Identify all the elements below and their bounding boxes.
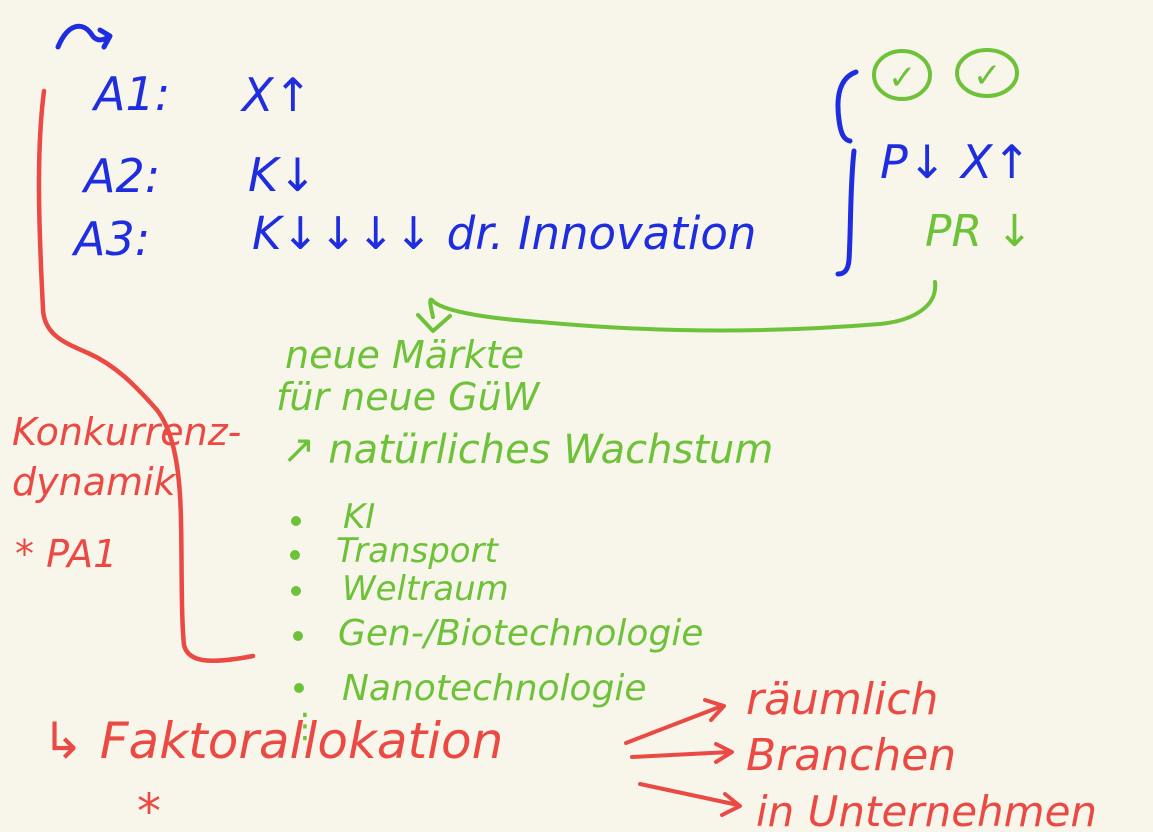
check-mark-2: ✓ [973, 56, 1002, 96]
assumption-a1-value: X↑ [240, 68, 312, 122]
left-note-line-1: Konkurrenz- [12, 410, 241, 454]
assumption-a3-label: A3: [71, 212, 150, 266]
green-curved-arrow-head [416, 313, 452, 333]
branch-arrow-unternehmen-head [720, 792, 742, 817]
bullet-item-transport: Transport [336, 531, 500, 571]
bullet-item-weltraum: Weltraum [342, 569, 509, 609]
bullet-item-biotechnologie: Gen-/Biotechnologie [338, 613, 703, 654]
assumption-a2-label: A2: [81, 149, 160, 203]
bullet-item-nanotechnologie: Nanotechnologie [342, 668, 647, 709]
green-line-2: für neue GüW [276, 375, 541, 419]
bullet-dot [294, 683, 304, 693]
assumption-a1-label: A1: [91, 67, 170, 121]
branch-arrow-unternehmen [638, 782, 740, 807]
pr-line: PR ↓ [925, 206, 1033, 257]
branch-arrow-raeumlich [624, 704, 724, 745]
check-mark-1: ✓ [888, 58, 917, 98]
green-curved-arrow [428, 280, 938, 333]
branch-arrow-branchen-head [714, 742, 734, 764]
bullet-ellipsis: ⋮ [288, 706, 322, 746]
check-circle-1 [872, 49, 932, 101]
left-note-line-2: dynamik [12, 460, 178, 504]
bullet-dot [293, 631, 303, 641]
faktorallokation-asterisk: * [137, 784, 161, 832]
left-note-line-3: * PA1 [15, 532, 117, 576]
bullet-dot [290, 550, 300, 560]
bullet-dot [291, 586, 301, 596]
faktorallokation-label: ↳ Faktorallokation [42, 712, 503, 770]
bullet-dot [291, 516, 301, 526]
result-line: P↓ X↑ [880, 135, 1031, 189]
branch-arrow-branchen [630, 750, 732, 759]
branch-label-unternehmen: in Unternehmen [756, 787, 1097, 832]
curved-arrow-mark [55, 23, 111, 50]
branch-label-branchen: Branchen [746, 730, 956, 781]
branch-arrow-raeumlich-head [703, 698, 726, 722]
green-line-1: neue Märkte [285, 333, 524, 377]
branch-label-raeumlich: räumlich [746, 674, 938, 725]
green-line-3: ↗ natürliches Wachstum [282, 427, 773, 473]
assumption-a3-value: K↓↓↓↓ dr. Innovation [252, 207, 756, 260]
blue-bracket [835, 69, 859, 277]
bullet-item-ki: KI [343, 497, 375, 537]
red-bracket [36, 88, 256, 664]
check-circle-2 [955, 48, 1019, 98]
assumption-a2-value: K↓ [248, 148, 317, 202]
curved-arrow-head [97, 27, 113, 50]
